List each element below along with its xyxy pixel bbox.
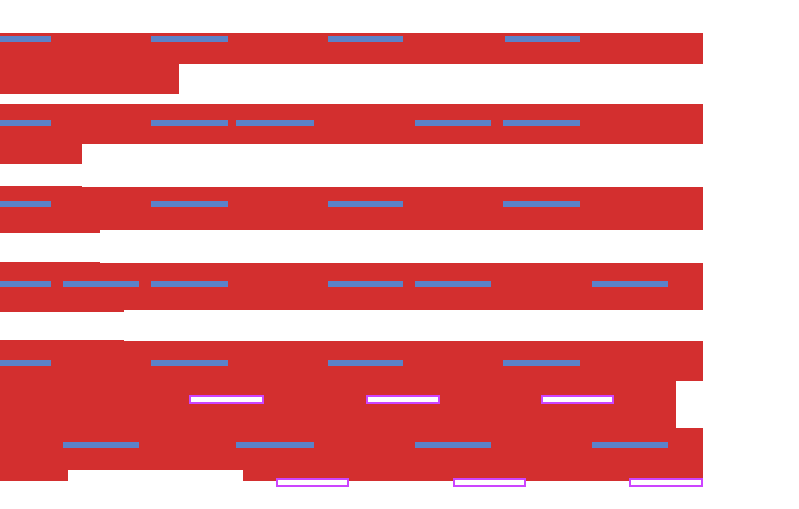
link-3-3[interactable] — [328, 201, 403, 207]
link-2-3[interactable] — [236, 120, 314, 126]
redaction-row-4 — [0, 262, 703, 312]
link-2-1[interactable] — [0, 120, 51, 126]
link-6-3[interactable] — [415, 442, 491, 448]
link-5-1[interactable] — [0, 360, 51, 366]
link-6-4[interactable] — [592, 442, 668, 448]
link-1-4[interactable] — [505, 36, 580, 42]
field-1[interactable] — [189, 395, 264, 404]
link-3-1[interactable] — [0, 201, 51, 207]
link-1-1[interactable] — [0, 36, 51, 42]
link-5-4[interactable] — [503, 360, 580, 366]
field-3[interactable] — [541, 395, 614, 404]
gap-row-3 — [100, 230, 799, 263]
gap-row-7 — [703, 0, 799, 509]
field-2[interactable] — [366, 395, 440, 404]
link-1-2[interactable] — [151, 36, 228, 42]
redaction-row-3 — [0, 186, 703, 233]
link-6-1[interactable] — [63, 442, 139, 448]
gap-row-6 — [68, 470, 243, 509]
link-4-3[interactable] — [151, 281, 228, 287]
link-2-2[interactable] — [151, 120, 228, 126]
gap-row-1 — [179, 64, 799, 95]
link-3-2[interactable] — [151, 201, 228, 207]
link-4-1[interactable] — [0, 281, 51, 287]
link-4-4[interactable] — [328, 281, 403, 287]
link-6-2[interactable] — [236, 442, 314, 448]
link-2-4[interactable] — [415, 120, 491, 126]
field-5[interactable] — [453, 478, 526, 487]
link-2-5[interactable] — [503, 120, 580, 126]
link-1-3[interactable] — [328, 36, 403, 42]
field-4[interactable] — [276, 478, 349, 487]
link-5-2[interactable] — [151, 360, 228, 366]
link-4-2[interactable] — [63, 281, 139, 287]
field-6[interactable] — [629, 478, 703, 487]
gap-row-4 — [124, 310, 799, 341]
link-4-5[interactable] — [415, 281, 491, 287]
link-5-3[interactable] — [328, 360, 403, 366]
link-4-6[interactable] — [592, 281, 668, 287]
page-title: Redacted Document — [0, 0, 1, 1]
gap-row-2 — [82, 144, 799, 187]
link-3-4[interactable] — [503, 201, 580, 207]
